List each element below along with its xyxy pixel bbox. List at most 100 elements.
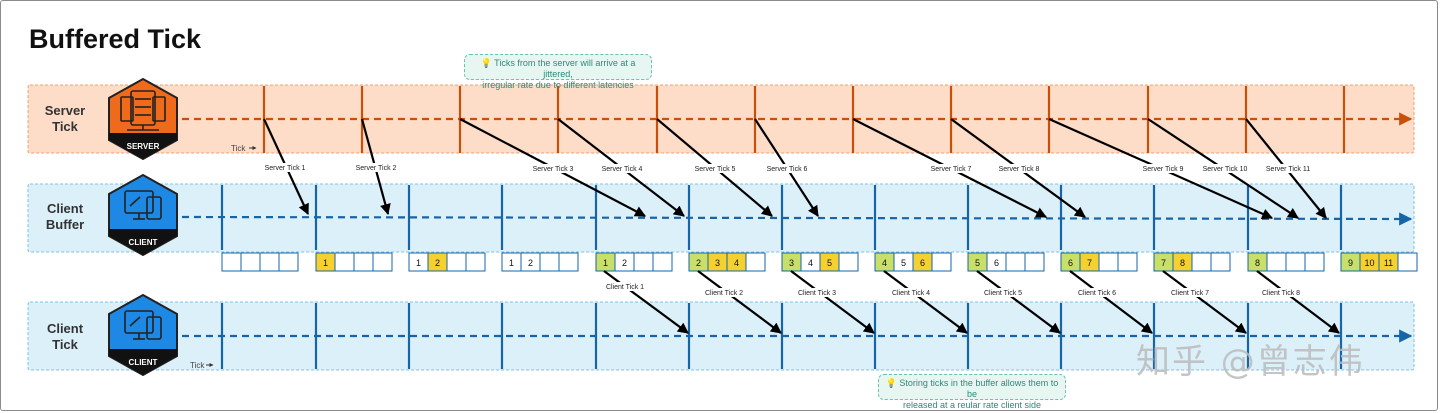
buffer-lane-label: Client Buffer (45, 201, 85, 232)
buffer-slot-number: 4 (882, 258, 887, 268)
buffer-slot-number: 2 (696, 258, 701, 268)
buffer-slot-number: 7 (1087, 258, 1092, 268)
arrow-label-bg (696, 288, 752, 297)
client-tick-label: Client Tick 1 (606, 284, 644, 291)
jitter-note: 💡 Ticks from the server will arrive at a… (464, 54, 652, 90)
buffer-timeline (181, 212, 1413, 226)
buffer-slot (1397, 252, 1418, 272)
buffer-slot (1191, 252, 1212, 272)
buffer-slot (931, 252, 952, 272)
server-badge-label: SERVER (127, 142, 160, 151)
buffer-slot-number: 8 (1255, 258, 1260, 268)
buffer-slot (652, 252, 673, 272)
server-tick-label: Server Tick 4 (602, 166, 643, 173)
arrow-label-bg (759, 164, 815, 173)
watermark: 知乎 @曾志伟 (1136, 342, 1365, 382)
buffer-slot-number: 6 (920, 258, 925, 268)
buffer-slot (278, 252, 299, 272)
buffer-slot (372, 252, 393, 272)
buffer-slot-number: 5 (901, 258, 906, 268)
buffer-slot (1210, 252, 1231, 272)
server-tick-tag: Tick (231, 144, 246, 153)
client-tick-label: Client Tick 2 (705, 290, 743, 297)
diagram-title: Buffered Tick (29, 24, 202, 54)
client-tick-arrow (1162, 270, 1247, 334)
server-tick-label: Server Tick 11 (1266, 166, 1310, 173)
server-tick-label: Server Tick 7 (931, 166, 972, 173)
arrow-label-bg (1259, 164, 1317, 173)
buffer-note: 💡 Storing ticks in the buffer allows the… (878, 374, 1066, 410)
buffer-badge-label: CLIENT (129, 238, 158, 247)
buffer-slot-number: 2 (435, 258, 440, 268)
client-tick-label: Client Tick 3 (798, 290, 836, 297)
buffer-slot-number: 1 (416, 258, 421, 268)
buffer-slot (1285, 252, 1306, 272)
client-lane-label: Client Tick (46, 321, 84, 352)
arrow-label-bg (1162, 288, 1218, 297)
buffer-slot-number: 9 (1348, 258, 1353, 268)
buffer-slot-number: 3 (715, 258, 720, 268)
buffer-slot-number: 6 (1068, 258, 1073, 268)
client-tick-label: Client Tick 4 (892, 290, 930, 297)
server-icon: SERVER (108, 77, 178, 161)
server-tick-label: Server Tick 5 (695, 166, 736, 173)
arrow-label-bg (923, 164, 979, 173)
arrow-label-bg (1196, 164, 1254, 173)
client-tick-arrow (976, 270, 1061, 334)
buffer-lane (27, 183, 1415, 253)
buffer-slot (1098, 252, 1119, 272)
server-tick-label: Server Tick 1 (265, 165, 306, 172)
server-lane (27, 84, 1415, 154)
buffer-slot-number: 4 (808, 258, 813, 268)
arrow-label-bg (1253, 288, 1309, 297)
buffer-slot-number: 10 (1364, 258, 1374, 268)
client-tick-marks (220, 303, 1343, 369)
arrow-label-bg (687, 164, 743, 173)
buffer-slot (558, 252, 579, 272)
buffer-slot-number: 1 (603, 258, 608, 268)
client-tick-arrow (603, 270, 689, 334)
arrow-label-bg (257, 163, 313, 172)
client-tick-arrow (883, 270, 968, 334)
buffer-slot (745, 252, 766, 272)
buffer-slot (334, 252, 355, 272)
buffer-slot-number: 4 (734, 258, 739, 268)
server-tick-label: Server Tick 10 (1203, 166, 1248, 173)
server-tick-label: Server Tick 3 (533, 166, 574, 173)
arrow-label-bg (1069, 288, 1125, 297)
buffer-slot (353, 252, 374, 272)
arrow-label-bg (597, 282, 653, 291)
buffer-tick-marks (220, 185, 1343, 250)
client-tick-arrow (697, 270, 782, 334)
arrow-label-bg (348, 163, 404, 172)
server-tick-label: Server Tick 6 (767, 166, 808, 173)
client-tick-label: Client Tick 6 (1078, 290, 1116, 297)
client-tick-arrow (1256, 270, 1340, 334)
buffer-slot (1304, 252, 1325, 272)
client-tick-label: Client Tick 5 (984, 290, 1022, 297)
buffer-slot-number: 6 (994, 258, 999, 268)
arrow-label-bg (975, 288, 1031, 297)
buffer-slot (446, 252, 467, 272)
buffer-client-icon: CLIENT (108, 173, 178, 257)
buffer-slot (221, 252, 242, 272)
buffer-slot (1005, 252, 1026, 272)
client-tick-label: Client Tick 8 (1262, 290, 1300, 297)
buffer-slot-number: 8 (1180, 258, 1185, 268)
client-tick-arrow (790, 270, 875, 334)
arrow-label-bg (991, 164, 1047, 173)
server-tick-label: Server Tick 8 (999, 166, 1040, 173)
buffer-slot-number: 5 (827, 258, 832, 268)
arrow-label-bg (525, 164, 581, 173)
arrow-label-bg (594, 164, 650, 173)
buffer-slot (240, 252, 261, 272)
tick-arrow-labels: Server Tick 1 Server Tick 2 Server Tick 3 S… (257, 163, 1317, 297)
arrow-label-bg (1135, 164, 1191, 173)
server-tick-label: Server Tick 2 (356, 165, 397, 172)
buffer-slot-number: 2 (622, 258, 627, 268)
buffer-slot-number: 7 (1161, 258, 1166, 268)
buffer-slot-number: 11 (1384, 258, 1393, 268)
buffer-slot (1024, 252, 1045, 272)
